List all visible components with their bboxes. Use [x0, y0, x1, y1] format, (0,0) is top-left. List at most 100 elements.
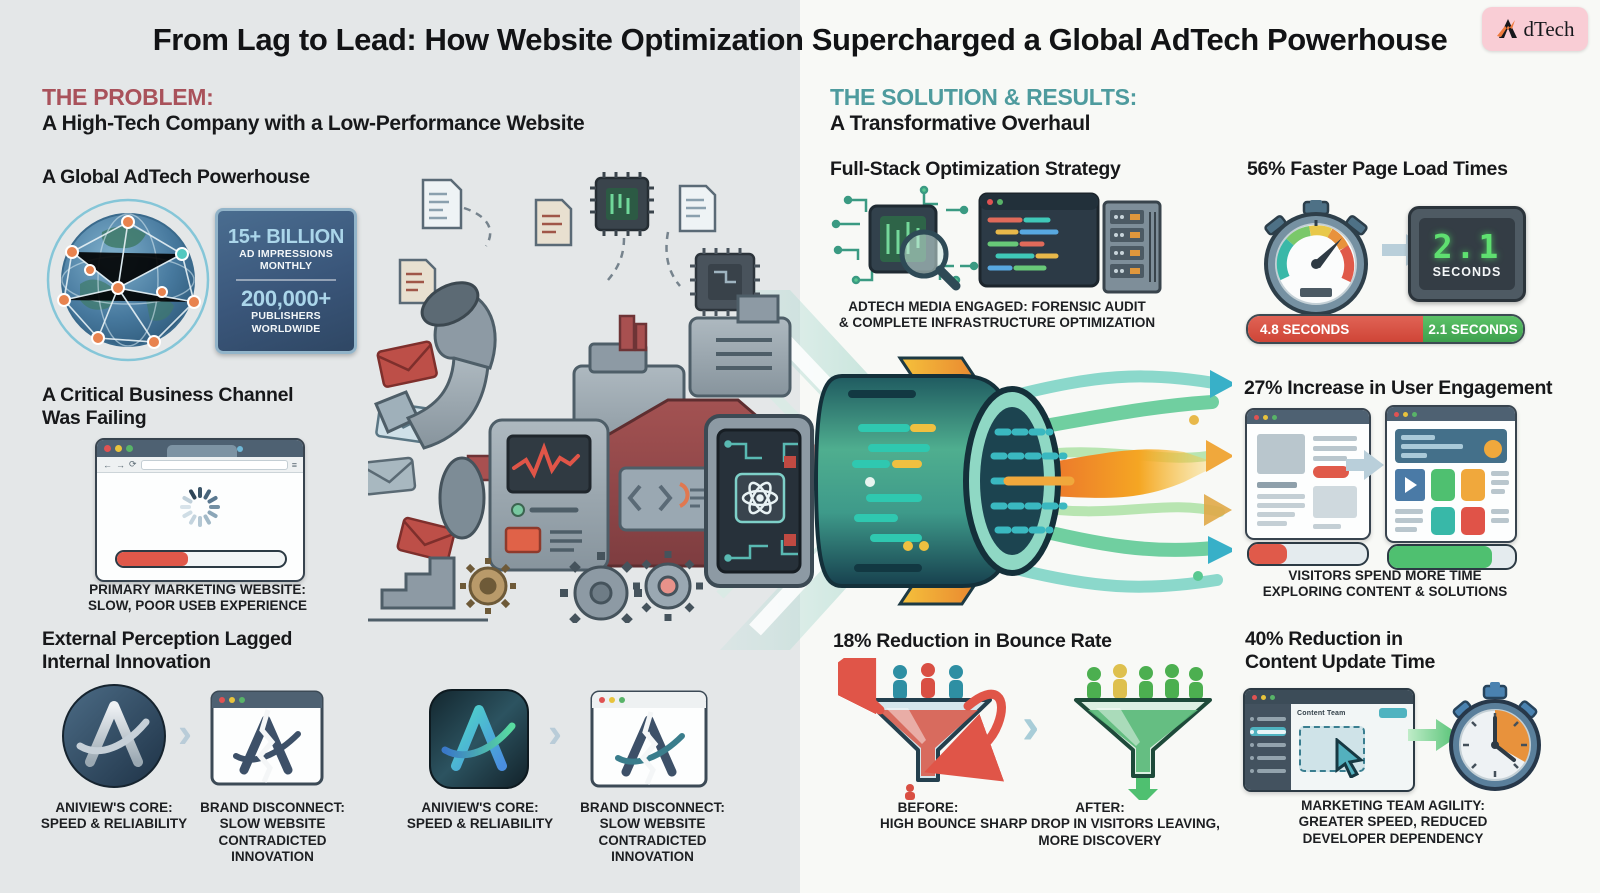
channel-caption-line1: PRIMARY MARKETING WEBSITE:	[89, 582, 306, 597]
engagement-caption-line2: EXPLORING CONTENT & SOLUTIONS	[1262, 584, 1508, 600]
bounce-after-line2: SHARP DROP IN VISITORS LEAVING,	[980, 816, 1220, 832]
pageload-compare-bar: 4.8 SECONDS 2.1 SECONDS	[1246, 314, 1525, 344]
solution-kicker: THE SOLUTION & RESULTS:	[830, 84, 1138, 110]
engagement-caption-line1: VISITORS SPEND MORE TIME	[1288, 568, 1482, 583]
maximize-icon	[126, 445, 133, 452]
address-bar	[140, 459, 288, 470]
close-icon	[1254, 414, 1259, 420]
globe-network-icon	[46, 198, 210, 362]
stat-publishers-label2: WORLDWIDE	[251, 322, 321, 335]
cms-selection-box	[1299, 726, 1365, 772]
bounce-after-line3: MORE DISCOVERY	[1038, 832, 1162, 848]
reload-icon: ⟳	[129, 459, 137, 469]
funnel-before-graphic	[838, 658, 1006, 800]
channel-heading: A Critical Business Channel Was Failing	[42, 384, 294, 429]
bounce-after-line1: AFTER:	[1075, 800, 1125, 815]
content-update-heading: 40% Reduction in Content Update Time	[1245, 628, 1435, 673]
funnel-after-graphic	[1074, 664, 1212, 800]
powerhouse-heading: A Global AdTech Powerhouse	[42, 166, 310, 188]
engagement-before-bar	[1247, 542, 1369, 566]
engagement-before-fill	[1249, 544, 1287, 564]
green-arrow-right-icon	[1408, 719, 1460, 751]
digital-clock-display: 2.1 SECONDS	[1408, 206, 1526, 302]
bounce-heading: 18% Reduction in Bounce Rate	[833, 630, 1112, 652]
channel-caption: PRIMARY MARKETING WEBSITE: SLOW, POOR US…	[55, 582, 340, 615]
core-caption-1-line2: SPEED & RELIABILITY	[40, 816, 188, 832]
slow-website-browser-graphic: ← → ⟳ ≡	[95, 438, 305, 582]
minimize-icon	[1261, 694, 1266, 700]
turbine-speed-graphic	[813, 356, 1232, 606]
bar-after-segment: 2.1 SECONDS	[1423, 316, 1523, 342]
engagement-after-bar	[1387, 544, 1517, 570]
cms-menu-item-active	[1250, 727, 1286, 736]
bounce-before-line1: BEFORE:	[897, 800, 959, 815]
powerhouse-stats-card: 15+ BILLION AD IMPRESSIONS MONTHLY 200,0…	[215, 208, 357, 354]
adtech-logo-text: dTech	[1523, 16, 1575, 41]
content-update-heading-line1: 40% Reduction in	[1245, 628, 1403, 650]
stopwatch-gauge-icon	[1264, 200, 1368, 316]
back-icon: ←	[103, 459, 112, 470]
solution-subtitle: A Transformative Overhaul	[830, 112, 1091, 135]
aniview-circle-logo-icon	[62, 684, 166, 788]
forward-icon: →	[116, 459, 125, 470]
fullstack-heading: Full-Stack Optimization Strategy	[830, 158, 1121, 180]
chevron-right-icon: ›	[1022, 697, 1040, 755]
minimize-icon	[1403, 411, 1408, 417]
maximize-icon	[1272, 414, 1277, 420]
clock-screen: 2.1 SECONDS	[1419, 218, 1515, 290]
content-update-caption-line2: GREATER SPEED, REDUCED	[1298, 814, 1488, 830]
wireframe-content	[1257, 434, 1357, 529]
clock-value: 2.1	[1432, 226, 1502, 266]
window-titlebar	[1247, 410, 1369, 424]
stat-impressions-value: 15+ BILLION	[227, 225, 345, 248]
disconnect-caption-1-line3: CONTRADICTED INNOVATION	[218, 832, 327, 865]
maximize-icon	[1412, 411, 1417, 417]
content-update-caption-line1: MARKETING TEAM AGILITY:	[1301, 798, 1485, 813]
disconnect-caption-1-line2: SLOW WEBSITE	[219, 816, 326, 832]
cms-title: Content Team	[1297, 710, 1346, 717]
channel-heading-line2: Was Failing	[42, 406, 147, 429]
bounce-after-caption: AFTER: SHARP DROP IN VISITORS LEAVING, M…	[975, 800, 1225, 849]
minimize-icon	[1263, 414, 1268, 420]
perception-heading-line2: Internal Innovation	[42, 650, 211, 673]
cursor-icon	[1335, 738, 1365, 778]
rich-content	[1395, 429, 1509, 535]
broken-brand-browser-icon	[590, 690, 708, 788]
close-icon	[1252, 694, 1257, 700]
disconnect-caption-1: BRAND DISCONNECT: SLOW WEBSITE CONTRADIC…	[185, 800, 360, 866]
maximize-icon	[1270, 694, 1275, 700]
core-caption-1-line1: ANIVIEW'S CORE:	[55, 800, 173, 815]
page-title: From Lag to Lead: How Website Optimizati…	[152, 22, 1448, 57]
time-saved-stopwatch-icon	[1449, 682, 1541, 791]
chevron-right-icon: ›	[548, 709, 562, 756]
engagement-after-window	[1385, 405, 1517, 543]
content-update-caption-line3: DEVELOPER DEPENDENCY	[1302, 830, 1484, 846]
browser-titlebar	[97, 440, 303, 457]
bounce-before-caption: BEFORE: HIGH BOUNCE	[848, 800, 1008, 833]
minimize-icon	[115, 445, 122, 452]
adtech-logo: dTech	[1482, 7, 1588, 51]
clock-unit: SECONDS	[1432, 264, 1502, 279]
cms-menu-item	[1250, 766, 1286, 775]
cms-titlebar	[1245, 690, 1413, 704]
problem-subtitle: A High-Tech Company with a Low-Performan…	[42, 112, 585, 135]
content-update-heading-line2: Content Update Time	[1245, 650, 1436, 673]
cms-sidebar	[1245, 704, 1291, 790]
perception-heading: External Perception Lagged Internal Inno…	[42, 628, 292, 673]
loading-spinner-icon	[180, 487, 220, 527]
tab-favicon	[237, 446, 243, 452]
engagement-caption: VISITORS SPEND MORE TIME EXPLORING CONTE…	[1235, 568, 1535, 601]
browser-toolbar: ← → ⟳ ≡	[97, 457, 303, 473]
stat-impressions-label2: MONTHLY	[259, 260, 313, 273]
aniview-app-icon	[429, 689, 529, 789]
menu-icon: ≡	[291, 459, 297, 470]
disconnect-caption-2-line2: SLOW WEBSITE	[599, 816, 706, 832]
stats-divider	[236, 278, 336, 281]
disconnect-caption-2: BRAND DISCONNECT: SLOW WEBSITE CONTRADIC…	[560, 800, 745, 866]
cms-publish-button	[1379, 708, 1407, 718]
problem-kicker: THE PROBLEM:	[42, 84, 214, 110]
disconnect-caption-2-line1: BRAND DISCONNECT:	[580, 800, 725, 815]
window-titlebar	[1387, 407, 1515, 421]
disconnect-caption-1-line1: BRAND DISCONNECT:	[200, 800, 345, 815]
stat-impressions-label1: AD IMPRESSIONS	[239, 247, 333, 260]
